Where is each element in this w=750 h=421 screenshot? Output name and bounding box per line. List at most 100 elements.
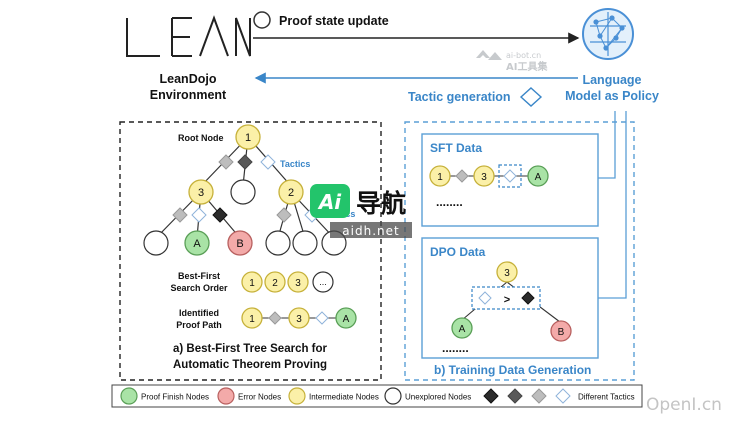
node-label: 3 (198, 187, 204, 199)
tree-node-unexplored (292, 230, 318, 256)
sft-connector (598, 111, 616, 179)
order-node-more: ... (312, 271, 334, 293)
legend-tactic-gray-icon (531, 388, 547, 404)
proof-state-node-icon (253, 11, 271, 29)
watermark-top-url: ai-bot.cn (506, 51, 541, 60)
watermark-mid-brand: 导航 (356, 189, 406, 218)
env-label-line1: LeanDojo (160, 72, 217, 86)
brain-network-icon (582, 8, 634, 60)
proof-path-node-label: 3 (296, 314, 302, 325)
legend-error-swatch (217, 387, 235, 405)
watermark-mid-url: aidh.net (342, 224, 399, 238)
panel-b-caption: b) Training Data Generation (434, 363, 591, 377)
node-label: B (236, 238, 243, 250)
proof-path-node-label: 1 (249, 314, 255, 325)
dpo-node-label: A (459, 324, 466, 335)
watermark-top: ai-bot.cn AI工具集 (476, 50, 548, 73)
legend-tactics-label: Different Tactics (578, 393, 635, 402)
tree-node-B: B (227, 230, 253, 256)
order-node: 2 (264, 271, 286, 293)
tactic-diamond-icon (519, 87, 543, 107)
tree-node-unexplored (265, 230, 291, 256)
env-label: LeanDojo Environment (150, 72, 227, 102)
tactic-light-icon (315, 311, 329, 325)
root-node-label: Root Node (178, 133, 224, 143)
tactic-light-icon (503, 169, 517, 183)
order-node-label: 2 (272, 278, 278, 289)
proof-path-node: 3 (288, 307, 310, 329)
tactic-light-icon (478, 291, 492, 305)
proof-path-label-line2: Proof Path (176, 320, 222, 330)
order-node: 1 (241, 271, 263, 293)
lean-logo-text: LEAN (188, 12, 191, 15)
dpo-node-B: B (550, 320, 572, 342)
dpo-comparison-box (471, 286, 541, 310)
node-label: A (193, 238, 201, 250)
legend-box (111, 384, 643, 408)
watermark-mid-url-bg (330, 222, 412, 238)
policy-label-line1: Language (582, 73, 641, 87)
tree-node-2: 2 (278, 179, 304, 205)
watermark-mid: Ai 导航 aidh.net (310, 184, 412, 238)
legend-intermediate-label: Intermediate Nodes (309, 393, 379, 402)
legend-unexplored-swatch (384, 387, 402, 405)
sft-title: SFT Data (430, 141, 482, 155)
sft-ellipsis: ........ (436, 195, 463, 209)
dpo-node-label: B (558, 327, 565, 338)
proof-path-label-line1: Identified (179, 308, 219, 318)
tactic-dark-icon (237, 154, 253, 170)
watermark-mid-logo: Ai (317, 190, 342, 214)
tactic-gray-icon (268, 311, 282, 325)
policy-label-line2: Model as Policy (565, 89, 659, 103)
dpo-ellipsis: ........ (442, 341, 469, 355)
tactic-gray-icon (172, 207, 188, 223)
sft-node: 3 (473, 165, 495, 187)
legend-finish-label: Proof Finish Nodes (141, 393, 209, 402)
node-label: 1 (245, 132, 251, 144)
tree-node-A: A (184, 230, 210, 256)
proof-path-node-label: A (343, 314, 350, 325)
best-first-label-line1: Best-First (178, 271, 220, 281)
tactic-gray-icon (276, 207, 292, 223)
tactic-gray-icon (218, 154, 234, 170)
legend-error-label: Error Nodes (238, 393, 281, 402)
tactics-label-1: Tactics (280, 159, 310, 169)
proof-state-update-label: Proof state update (279, 14, 389, 28)
best-first-label-line2: Search Order (170, 283, 228, 293)
legend-tactic-black-icon (483, 388, 499, 404)
panel-a-caption-line2: Automatic Theorem Proving (173, 359, 327, 371)
dpo-node-A: A (451, 317, 473, 339)
sft-node-label: A (535, 172, 542, 183)
proof-path-node: 1 (241, 307, 263, 329)
legend-intermediate-swatch (288, 387, 306, 405)
tree-node-unexplored (230, 179, 256, 205)
tactic-light-icon (191, 207, 207, 223)
watermark-top-brand: AI工具集 (506, 60, 548, 73)
sft-highlight-box (498, 164, 522, 188)
dpo-node-root: 3 (496, 261, 518, 283)
sft-node: A (527, 165, 549, 187)
sft-node-label: 1 (437, 172, 443, 183)
watermark-mid-logo-bg (310, 184, 350, 218)
tree-node-unexplored (143, 230, 169, 256)
dpo-connector (598, 111, 627, 299)
sft-node-label: 3 (481, 172, 487, 183)
tree-node-root: 1 (235, 124, 261, 150)
order-node-label: 1 (249, 278, 255, 289)
panel-a-caption-line1: a) Best-First Tree Search for (173, 343, 328, 355)
proof-path-node: A (335, 307, 357, 329)
order-node-label: ... (319, 277, 327, 287)
tactic-generation-label: Tactic generation (408, 90, 511, 104)
watermark-corner: OpenI.cn (646, 395, 722, 415)
lean-logo: LEAN (126, 12, 251, 57)
dpo-compare-symbol: > (504, 294, 510, 306)
watermark-top-logo-icon (476, 50, 502, 60)
panel-a-border (119, 121, 382, 381)
tactic-light-icon (260, 154, 276, 170)
legend-tactic-light-icon (555, 388, 571, 404)
lean-logo-mark (126, 15, 251, 57)
sft-node: 1 (429, 165, 451, 187)
tactic-gray-icon (455, 169, 469, 183)
dpo-title: DPO Data (430, 245, 486, 259)
